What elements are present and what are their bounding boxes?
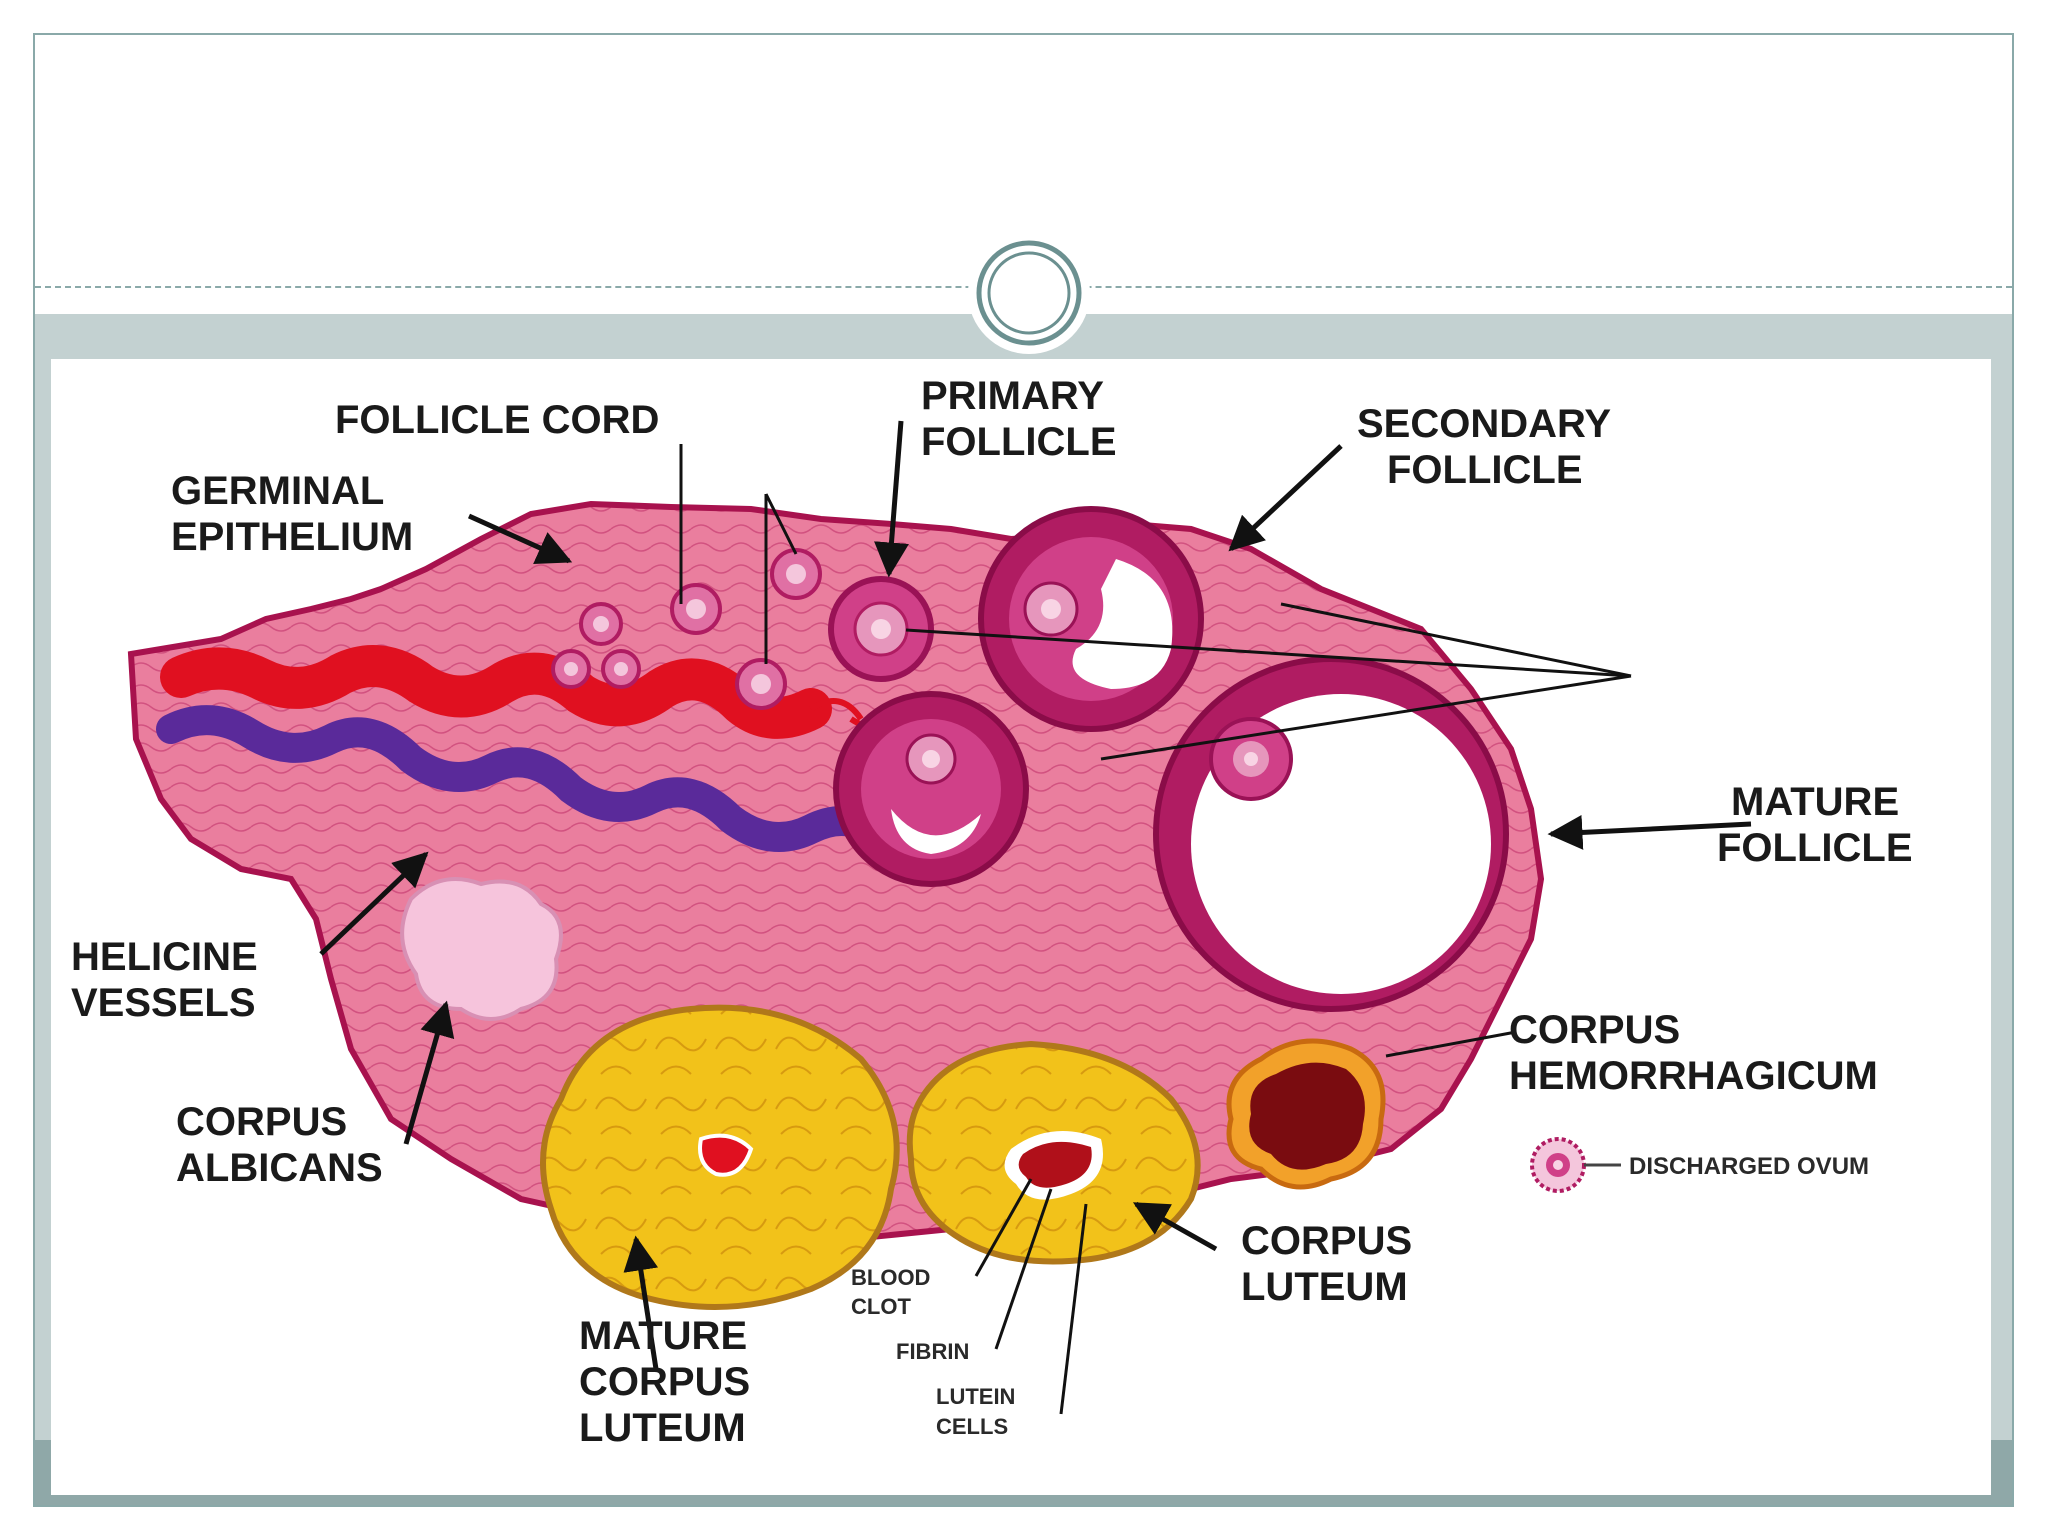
primary-follicle (828, 576, 934, 682)
label-corpus-hemorrhagicum-line1: CORPUS (1509, 1008, 1680, 1052)
label-mature-corpus-luteum-line1: MATURE (579, 1314, 747, 1358)
label-mature-corpus-luteum-line3: LUTEUM (579, 1406, 746, 1450)
secondary-follicle (978, 506, 1204, 732)
label-corpus-luteum-line2: LUTEUM (1241, 1265, 1408, 1309)
label-helicine-vessels-line2: VESSELS (71, 981, 256, 1025)
label-corpus-luteum-line1: CORPUS (1241, 1219, 1412, 1263)
label-secondary-follicle-line2: FOLLICLE (1387, 448, 1583, 492)
label-follicle-cord: FOLLICLE CORD (335, 398, 659, 442)
label-helicine-vessels-line1: HELICINE (71, 935, 258, 979)
label-blood-clot-line1: BLOOD (851, 1265, 930, 1290)
corpus-hemorrhagicum (1226, 1038, 1386, 1190)
label-corpus-albicans-line2: ALBICANS (176, 1146, 383, 1190)
diagram-labels: FOLLICLE CORD PRIMARY FOLLICLE SECONDARY… (71, 374, 1913, 1450)
label-germinal-epithelium-line1: GERMINAL (171, 469, 384, 513)
mature-follicle (1153, 656, 1509, 1012)
mature-corpus-luteum (540, 1004, 900, 1310)
growing-follicle (833, 691, 1029, 887)
primordial-follicles (551, 548, 822, 710)
corpus-albicans (400, 877, 563, 1021)
label-corpus-hemorrhagicum-line2: HEMORRHAGICUM (1509, 1054, 1878, 1098)
label-blood-clot-line2: CLOT (851, 1294, 911, 1319)
label-secondary-follicle-line1: SECONDARY (1357, 402, 1611, 446)
label-mature-corpus-luteum-line2: CORPUS (579, 1360, 750, 1404)
label-corpus-albicans-line1: CORPUS (176, 1100, 347, 1144)
label-primary-follicle-line1: PRIMARY (921, 374, 1104, 418)
divider-ornament (968, 232, 1090, 354)
label-lutein-cells-line1: LUTEIN (936, 1384, 1015, 1409)
label-mature-follicle-line1: MATURE (1731, 780, 1899, 824)
ovary-diagram: FOLLICLE CORD PRIMARY FOLLICLE SECONDARY… (71, 374, 1913, 1450)
label-mature-follicle-line2: FOLLICLE (1717, 826, 1913, 870)
leader-lines (319, 420, 1752, 1415)
label-germinal-epithelium-line2: EPITHELIUM (171, 515, 413, 559)
label-fibrin: FIBRIN (896, 1339, 969, 1364)
label-discharged-ovum: DISCHARGED OVUM (1629, 1153, 1869, 1180)
label-primary-follicle-line2: FOLLICLE (921, 420, 1117, 464)
label-lutein-cells-line2: CELLS (936, 1414, 1008, 1439)
ovary-diagram-panel: FOLLICLE CORD PRIMARY FOLLICLE SECONDARY… (51, 359, 1991, 1495)
discharged-ovum-icon (1530, 1137, 1621, 1193)
